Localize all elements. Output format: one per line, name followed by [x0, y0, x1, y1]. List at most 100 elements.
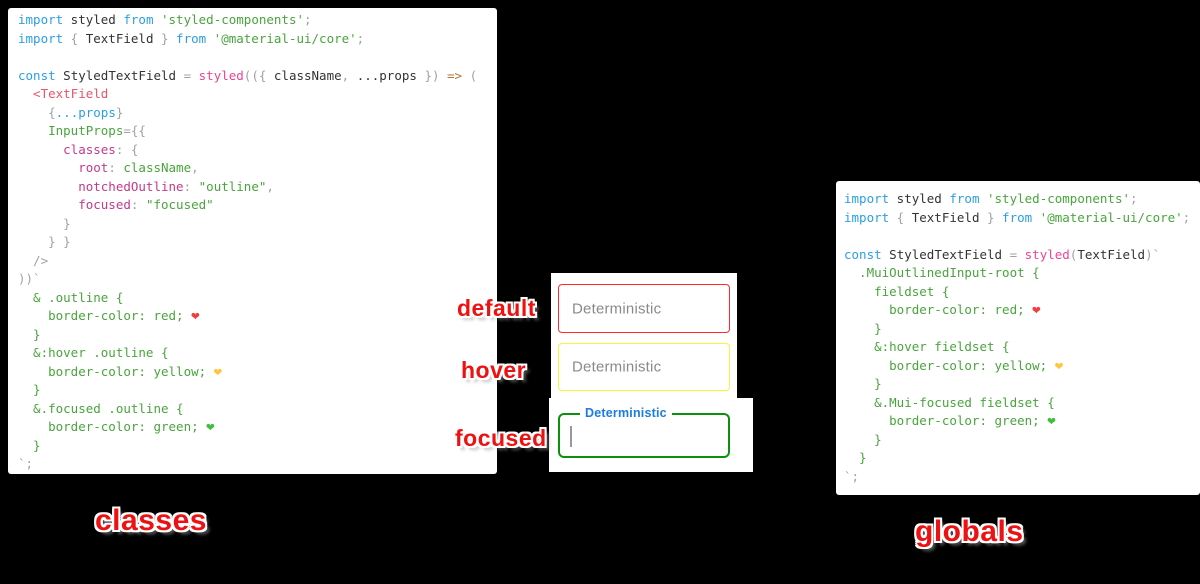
code-line: <TextField	[18, 85, 497, 104]
code-line: border-color: yellow; ❤	[18, 363, 497, 382]
code-token: border-color: yellow;	[18, 363, 214, 379]
code-line: `;	[844, 468, 1200, 487]
code-token: :	[130, 197, 146, 212]
code-token: `;	[18, 456, 34, 471]
code-token: ;	[356, 30, 365, 46]
code-token: ={{	[123, 123, 146, 138]
code-token: }	[844, 450, 867, 465]
code-token: :	[183, 178, 199, 194]
code-token: &:hover fieldset {	[844, 339, 1010, 354]
annotation-globals: globals	[915, 515, 1024, 548]
code-token: InputProps	[18, 123, 124, 138]
code-line: ))`	[18, 270, 497, 289]
code-token: import	[844, 191, 890, 206]
code-token: }	[18, 326, 41, 342]
code-token: {	[63, 30, 86, 46]
code-token: styled	[1024, 246, 1070, 262]
code-token: TextField	[85, 30, 154, 46]
code-token: ;	[1130, 191, 1138, 206]
code-line: }	[18, 326, 497, 345]
code-line: &:hover fieldset {	[844, 338, 1200, 357]
heart-icon: ❤	[206, 419, 215, 435]
code-line: InputProps={{	[18, 122, 497, 141]
code-line: }	[844, 375, 1200, 394]
code-token: ;	[1182, 209, 1191, 225]
code-panel-classes: import styled from 'styled-components';i…	[8, 8, 497, 474]
code-line: border-color: red; ❤	[18, 307, 497, 326]
code-token: from	[949, 191, 980, 206]
code-token: {	[18, 104, 56, 120]
code-token: className	[123, 160, 192, 175]
code-line: }	[844, 449, 1200, 468]
code-token: (	[462, 67, 478, 83]
code-token: styled	[63, 12, 124, 27]
code-token: styled	[198, 67, 244, 83]
code-token: border-color: green;	[18, 419, 207, 434]
code-token: ...props	[55, 104, 116, 120]
code-token: fieldset {	[844, 283, 950, 299]
code-line: border-color: yellow; ❤	[844, 357, 1200, 376]
code-line: focused: "focused"	[18, 196, 497, 215]
textfield-default[interactable]: Deterministic	[558, 284, 730, 333]
code-line: />	[18, 252, 497, 271]
code-line: notchedOutline: "outline",	[18, 178, 497, 197]
code-line	[844, 227, 1200, 246]
code-line: {...props}	[18, 104, 497, 123]
code-line: import styled from 'styled-components';	[18, 11, 497, 30]
code-token: }	[153, 30, 177, 46]
code-line: const StyledTextField = styled(TextField…	[844, 246, 1200, 265]
code-token: `;	[844, 468, 860, 484]
textfield-hover[interactable]: Deterministic	[558, 343, 730, 391]
textfield-placeholder: Deterministic	[572, 358, 662, 376]
code-token: from	[123, 12, 154, 27]
code-token: StyledTextField	[881, 246, 1010, 262]
code-token: const	[844, 246, 882, 262]
code-token: StyledTextField	[55, 67, 184, 83]
code-token: (	[1069, 246, 1078, 262]
code-token: />	[18, 252, 49, 268]
code-token: styled	[889, 191, 950, 206]
code-token: classes	[18, 141, 116, 157]
textfield-focused[interactable]: Deterministic	[558, 406, 730, 458]
code-token: : {	[115, 141, 139, 157]
heart-icon: ❤	[1054, 357, 1064, 374]
code-token: 'styled-components'	[153, 12, 304, 27]
code-token: "focused"	[145, 197, 214, 212]
code-token: }	[115, 104, 124, 120]
code-token: ,	[341, 67, 357, 83]
code-token: &.focused .outline {	[18, 400, 184, 416]
code-token: '@material-ui/core'	[206, 30, 357, 46]
code-token: TextField	[911, 209, 980, 225]
heart-icon: ❤	[213, 363, 223, 380]
code-line: root: className,	[18, 159, 497, 178]
code-line: fieldset {	[844, 283, 1200, 302]
code-line: &:hover .outline {	[18, 344, 497, 363]
code-token: :	[108, 160, 124, 175]
code-line: `;	[18, 455, 497, 474]
code-line: border-color: green; ❤	[844, 412, 1200, 431]
code-token: border-color: green;	[844, 413, 1048, 428]
code-token: const	[18, 67, 56, 83]
code-token: className	[273, 67, 342, 83]
code-line: import styled from 'styled-components';	[844, 190, 1200, 209]
code-line: .MuiOutlinedInput-root {	[844, 264, 1200, 283]
code-line: }	[844, 431, 1200, 450]
code-token: (({	[243, 67, 274, 83]
code-line: border-color: red; ❤	[844, 301, 1200, 320]
code-token: 'styled-components'	[979, 191, 1130, 206]
code-token: & .outline {	[18, 289, 124, 305]
heart-icon: ❤	[1032, 302, 1041, 318]
code-token: ,	[191, 160, 199, 175]
code-token: border-color: yellow;	[844, 357, 1055, 373]
code-token: =	[1009, 246, 1025, 262]
annotation-classes: classes	[95, 504, 207, 537]
code-token: &:hover .outline {	[18, 345, 169, 360]
code-line: & .outline {	[18, 289, 497, 308]
code-token: } }	[18, 234, 71, 249]
code-token: )`	[1145, 246, 1161, 262]
annotation-default: default	[457, 295, 536, 321]
code-token: ))`	[18, 271, 41, 286]
code-token: }	[18, 382, 41, 397]
code-token: }	[979, 209, 1003, 225]
